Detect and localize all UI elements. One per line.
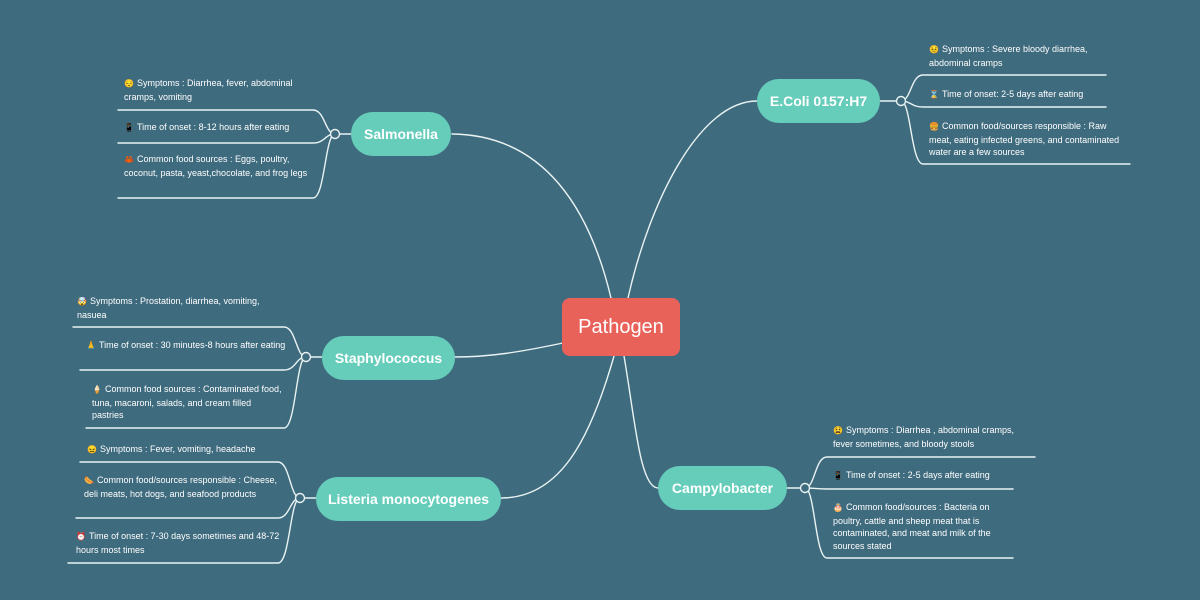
leaf-text: Common food/sources : Bacteria on poultr… [833,502,991,551]
emoji-icon: 🙏 [86,341,96,350]
emoji-icon: ⏰ [76,532,86,541]
emoji-icon: ⌛ [929,90,939,99]
emoji-icon: 🍔 [929,122,939,131]
leaf-listeria-food-sources[interactable]: 🌭Common food/sources responsible : Chees… [84,474,282,500]
connector-central-listeria [500,355,615,499]
leaf-line-campylobacter-onset [804,487,1014,490]
leaf-text: Symptoms : Severe bloody diarrhea, abdom… [929,44,1088,68]
connector-central-campylobacter [623,355,659,489]
emoji-icon: 📱 [124,123,134,132]
leaf-salmonella-onset[interactable]: 📱Time of onset : 8-12 hours after eating [124,121,319,135]
leaf-line-listeria-food [75,497,301,519]
leaf-line-staphylococcus-onset [79,356,307,371]
collapse-knob-listeria[interactable] [294,492,306,504]
leaf-text: Common food/sources responsible : Raw me… [929,121,1120,157]
leaf-text: Symptoms : Fever, vomiting, headache [99,444,256,454]
leaf-campylobacter-symptoms[interactable]: 😫Symptoms : Diarrhea , abdominal cramps,… [833,424,1033,450]
leaf-listeria-onset[interactable]: ⏰Time of onset : 7-30 days sometimes and… [76,530,281,556]
emoji-icon: 😔 [124,79,134,88]
topic-listeria-monocytogenes[interactable]: Listeria monocytogenes [316,477,501,521]
connector-central-ecoli [627,100,758,299]
leaf-text: Symptoms : Diarrhea , abdominal cramps, … [833,425,1015,449]
leaf-salmonella-food-sources[interactable]: 🦀Common food sources : Eggs, poultry, co… [124,153,319,179]
leaf-text: Common food sources : Eggs, poultry, coc… [124,154,308,178]
emoji-icon: 🦀 [124,155,134,164]
connector-central-staphylococcus [454,342,564,358]
leaf-staphylococcus-symptoms[interactable]: 🤯Symptoms : Prostation, diarrhea, vomiti… [77,295,289,321]
leaf-text: Time of onset : 2-5 days after eating [845,470,990,480]
topic-campylobacter[interactable]: Campylobacter [658,466,787,510]
leaf-listeria-symptoms[interactable]: 😖Symptoms : Fever, vomiting, headache [87,443,287,457]
topic-staphylococcus[interactable]: Staphylococcus [322,336,455,380]
emoji-icon: 🍦 [92,385,102,394]
leaf-ecoli-food-sources[interactable]: 🍔Common food/sources responsible : Raw m… [929,120,1129,159]
leaf-text: Symptoms : Prostation, diarrhea, vomitin… [77,296,260,320]
topic-salmonella[interactable]: Salmonella [351,112,451,156]
leaf-text: Time of onset : 8-12 hours after eating [136,122,290,132]
central-topic-pathogen[interactable]: Pathogen [562,298,680,356]
leaf-line-ecoli-onset [900,100,1107,108]
collapse-knob-salmonella[interactable] [329,128,341,140]
leaf-text: Time of onset: 2-5 days after eating [941,89,1084,99]
leaf-text: Common food sources : Contaminated food,… [92,384,282,420]
emoji-icon: 🤯 [77,297,87,306]
emoji-icon: 😣 [929,45,939,54]
emoji-icon: 😫 [833,426,843,435]
topic-ecoli-0157-h7[interactable]: E.Coli 0157:H7 [757,79,880,123]
collapse-knob-campylobacter[interactable] [799,482,811,494]
emoji-icon: 🎂 [833,503,843,512]
leaf-text: Time of onset : 7-30 days sometimes and … [76,531,280,555]
emoji-icon: 😖 [87,445,97,454]
leaf-salmonella-symptoms[interactable]: 😔Symptoms : Diarrhea, fever, abdominal c… [124,77,319,103]
emoji-icon: 📱 [833,471,843,480]
leaf-staphylococcus-food-sources[interactable]: 🍦Common food sources : Contaminated food… [92,383,285,422]
connector-central-salmonella [451,133,612,299]
leaf-text: Symptoms : Diarrhea, fever, abdominal cr… [124,78,293,102]
leaf-campylobacter-food-sources[interactable]: 🎂Common food/sources : Bacteria on poult… [833,501,1009,552]
leaf-text: Time of onset : 30 minutes-8 hours after… [98,340,286,350]
emoji-icon: 🌭 [84,476,94,485]
leaf-ecoli-symptoms[interactable]: 😣Symptoms : Severe bloody diarrhea, abdo… [929,43,1114,69]
leaf-staphylococcus-onset[interactable]: 🙏Time of onset : 30 minutes-8 hours afte… [86,339,286,353]
leaf-ecoli-onset[interactable]: ⌛Time of onset: 2-5 days after eating [929,88,1114,102]
leaf-campylobacter-onset[interactable]: 📱Time of onset : 2-5 days after eating [833,469,1013,483]
collapse-knob-staphylococcus[interactable] [300,351,312,363]
leaf-text: Common food/sources responsible : Cheese… [84,475,278,499]
collapse-knob-ecoli[interactable] [895,95,907,107]
leaf-line-salmonella-onset [117,133,336,144]
